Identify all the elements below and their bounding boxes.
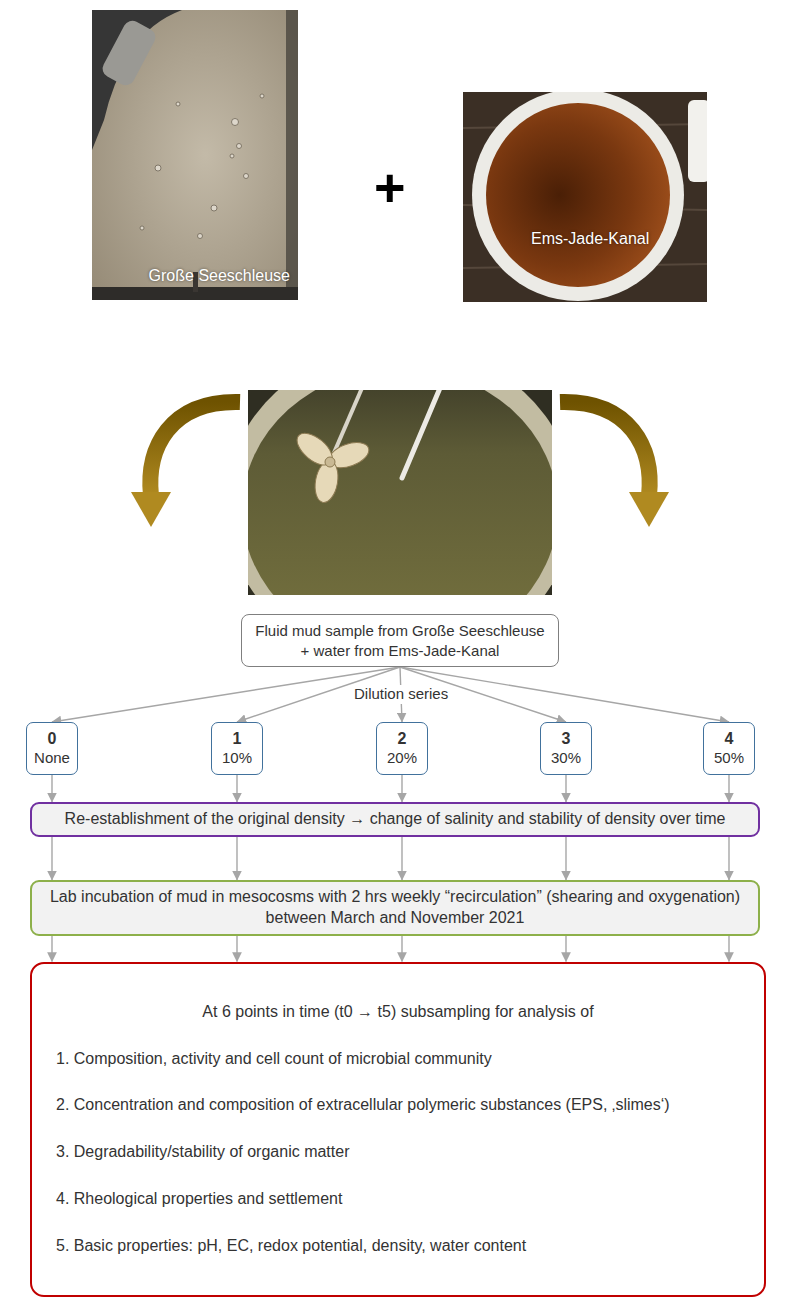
propeller-hub	[325, 457, 335, 467]
dilution-box: 0None	[26, 722, 78, 775]
flow-arrow	[51, 936, 52, 962]
dilution-box: 220%	[376, 722, 428, 775]
tank-rim	[248, 390, 552, 595]
dilution-box: 110%	[211, 722, 263, 775]
dilution-step: 0	[33, 729, 71, 749]
bubble	[230, 154, 234, 158]
propeller-blade	[292, 427, 338, 471]
photo-caption: Ems-Jade-Kanal	[531, 230, 649, 248]
bubble	[260, 94, 264, 98]
container-edge	[286, 10, 298, 300]
plus-sign: +	[374, 160, 406, 214]
band-text: Lab incubation of mud in mesocosms with …	[46, 887, 744, 929]
bubble	[244, 174, 249, 179]
flow-arrow	[728, 775, 729, 802]
flow-arrow	[565, 936, 566, 962]
dilution-share: 20%	[383, 749, 421, 768]
dilution-share: 50%	[710, 749, 748, 768]
mesocosm-photo	[248, 390, 552, 595]
box-label: Fluid mud sample from Große Seeschleuse …	[252, 621, 548, 660]
dilution-share: None	[33, 749, 71, 768]
process-band: Re-establishment of the original density…	[30, 802, 760, 837]
flow-arrow	[728, 837, 729, 880]
flow-arrow	[401, 775, 402, 802]
bubble	[155, 165, 161, 171]
list-item: 3. Degradability/stability of organic ma…	[50, 1142, 746, 1163]
container-corner	[92, 10, 182, 150]
flow-arrow	[401, 837, 402, 880]
dilution-step: 3	[547, 729, 585, 749]
flow-arrow	[401, 936, 402, 962]
process-band: Lab incubation of mud in mesocosms with …	[30, 880, 760, 936]
flow-arrow	[565, 837, 566, 880]
band-text: Re-establishment of the original density…	[46, 809, 744, 830]
edge-label: Dilution series	[351, 685, 451, 704]
bubble	[232, 119, 239, 126]
propeller	[292, 427, 373, 504]
flow-arrow	[51, 775, 52, 802]
bubble	[237, 144, 242, 149]
dilution-step: 1	[218, 729, 256, 749]
flow-arrow	[728, 936, 729, 962]
dilution-step: 4	[710, 729, 748, 749]
circulation-arrow	[560, 402, 650, 496]
dilution-box: 450%	[703, 722, 755, 775]
photo-frame: Große Seeschleuse	[92, 10, 298, 300]
list-item: 1. Composition, activity and cell count …	[50, 1049, 746, 1070]
dilution-step: 2	[383, 729, 421, 749]
list-item: 2. Concentration and composition of extr…	[50, 1095, 746, 1116]
arrow-head	[629, 492, 669, 527]
canal-water	[486, 103, 670, 287]
bubble	[211, 205, 217, 211]
fluid-mud	[248, 390, 552, 595]
mud-photo	[92, 10, 298, 300]
flow-arrow	[236, 837, 237, 880]
source-box: Fluid mud sample from Große Seeschleuse …	[241, 614, 559, 667]
bucket-rim	[472, 92, 684, 301]
bubble	[140, 226, 144, 230]
flow-arrow	[236, 775, 237, 802]
container-tab	[99, 18, 158, 89]
flow-arrow	[51, 837, 52, 880]
list-heading: At 6 points in time (t0 → t5) subsamplin…	[50, 1002, 746, 1023]
circulation-arrow	[150, 402, 240, 496]
dilution-box: 330%	[540, 722, 592, 775]
mud-surface	[92, 10, 298, 300]
dilution-share: 10%	[218, 749, 256, 768]
bubble	[198, 234, 203, 239]
bucket-handle	[688, 100, 707, 182]
water-photo	[463, 92, 707, 302]
list-item: 4. Rheological properties and settlement	[50, 1189, 746, 1210]
list-item: 5. Basic properties: pH, EC, redox poten…	[50, 1236, 746, 1257]
dilution-share: 30%	[547, 749, 585, 768]
arrow-head	[131, 492, 171, 527]
flow-arrow	[52, 667, 400, 722]
flow-arrow	[565, 775, 566, 802]
probe	[402, 390, 440, 478]
photo-frame: Ems-Jade-Kanal	[463, 92, 707, 302]
bubbles	[140, 94, 264, 239]
photo-caption: Große Seeschleuse	[149, 267, 290, 285]
circulation-arrows	[131, 402, 669, 527]
bubble	[176, 102, 180, 106]
flow-arrow	[236, 936, 237, 962]
analysis-box: At 6 points in time (t0 → t5) subsamplin…	[30, 962, 766, 1297]
